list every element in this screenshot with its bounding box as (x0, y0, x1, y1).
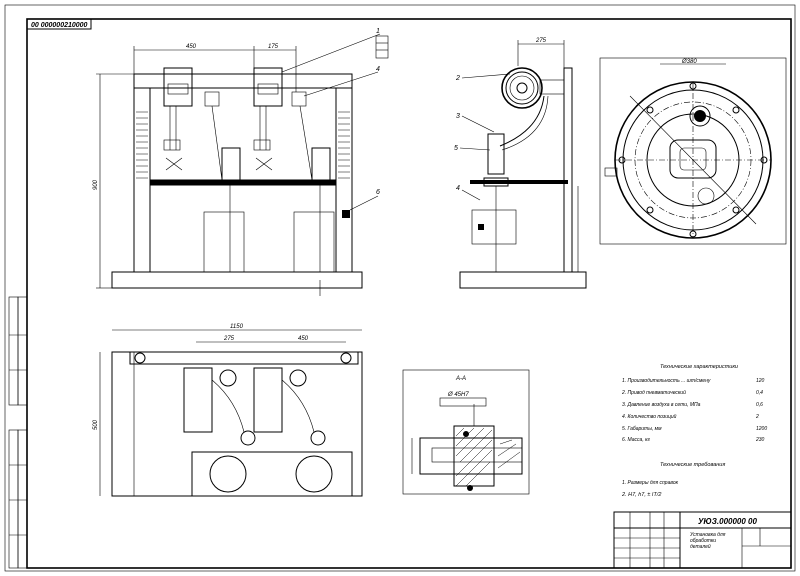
title-block-name-2: обработки (690, 538, 716, 544)
callout-5: 5 (454, 145, 458, 152)
dim-plan-height: 500 (93, 419, 99, 430)
left-margin-columns (8, 296, 28, 569)
notes-block: Технические характеристики 1. Производит… (621, 364, 767, 498)
note-value-3: 0,6 (756, 402, 763, 408)
dim-height-left: 900 (93, 179, 99, 190)
title-block-code: УЮЗ.000000 00 (698, 517, 757, 526)
side-base (459, 271, 587, 289)
note-value-4: 2 (755, 414, 759, 420)
side-spindle (487, 133, 505, 175)
front-cylinder-left (163, 67, 193, 107)
side-view: 275 2 3 5 4 (454, 38, 587, 289)
plan-bottom-bar (191, 451, 353, 497)
front-view: 450 175 900 1 4 6 (93, 28, 389, 296)
note-value-6: 230 (755, 437, 765, 443)
front-table-bar (149, 179, 337, 186)
dim-top-left: 450 (186, 44, 197, 50)
front-base-plate (111, 271, 363, 289)
dim-plan-a: 275 (223, 336, 235, 342)
top-stamp: 00 000000210000 (26, 18, 92, 30)
note-3: 3. Давление воздуха в сети, МПа (622, 402, 701, 408)
callout-1: 1 (376, 28, 380, 35)
title-block-name-3: деталей (690, 543, 711, 550)
dim-top-mid: 175 (268, 44, 279, 50)
section-view: А-А Ø 45H7 (402, 369, 530, 495)
callout-3: 3 (456, 113, 460, 120)
callout-4: 4 (376, 66, 380, 73)
note-value-1: 120 (756, 378, 765, 384)
plan-view: 1150 275 450 500 (93, 324, 363, 497)
note-5: 5. Габариты, мм (622, 426, 662, 432)
sheet-inner-border (26, 18, 792, 569)
section-label: А-А (455, 376, 466, 382)
dim-side-top: 275 (535, 38, 547, 44)
front-cylinder-right (253, 67, 283, 107)
sheet-outer-border (4, 4, 796, 572)
dim-section-top: Ø 45H7 (447, 392, 469, 398)
note-4: 4. Количество позиций (622, 413, 677, 420)
notes-title: Технические характеристики (660, 364, 738, 370)
tech-note-2: 2. Н7, h7, ± IT/2 (621, 492, 661, 498)
dim-plan-b: 450 (298, 336, 309, 342)
plan-frame (111, 351, 363, 497)
title-block: УЮЗ.000000 00 Установка для обработки де… (613, 511, 792, 569)
front-column-left (133, 87, 151, 273)
front-spindle-left (221, 147, 241, 185)
front-top-beam (133, 73, 353, 89)
dim-circle-top: Ø380 (681, 59, 697, 65)
side-reel-outer (501, 67, 543, 109)
circular-view: Ø380 (599, 57, 787, 245)
top-stamp-code: 00 000000210000 (31, 22, 88, 29)
tech-note-1: 1. Размеры для справок (622, 480, 679, 486)
callout-2: 2 (455, 75, 460, 82)
callout-6: 6 (376, 189, 380, 196)
tech-title: Технические требования (660, 462, 725, 468)
note-value-2: 0,4 (756, 390, 763, 396)
callout-4-side: 4 (456, 185, 460, 192)
front-spindle-right (311, 147, 331, 185)
note-6: 6. Масса, кг (622, 437, 650, 443)
front-column-right (335, 87, 353, 273)
note-2: 2. Привод пневматический (621, 389, 686, 396)
dim-plan-total: 1150 (230, 324, 244, 330)
note-1: 1. Производительность ... шт/смену (622, 378, 711, 384)
side-column (563, 67, 573, 273)
title-block-name-1: Установка для (690, 532, 726, 538)
note-value-5: 1200 (756, 426, 767, 432)
